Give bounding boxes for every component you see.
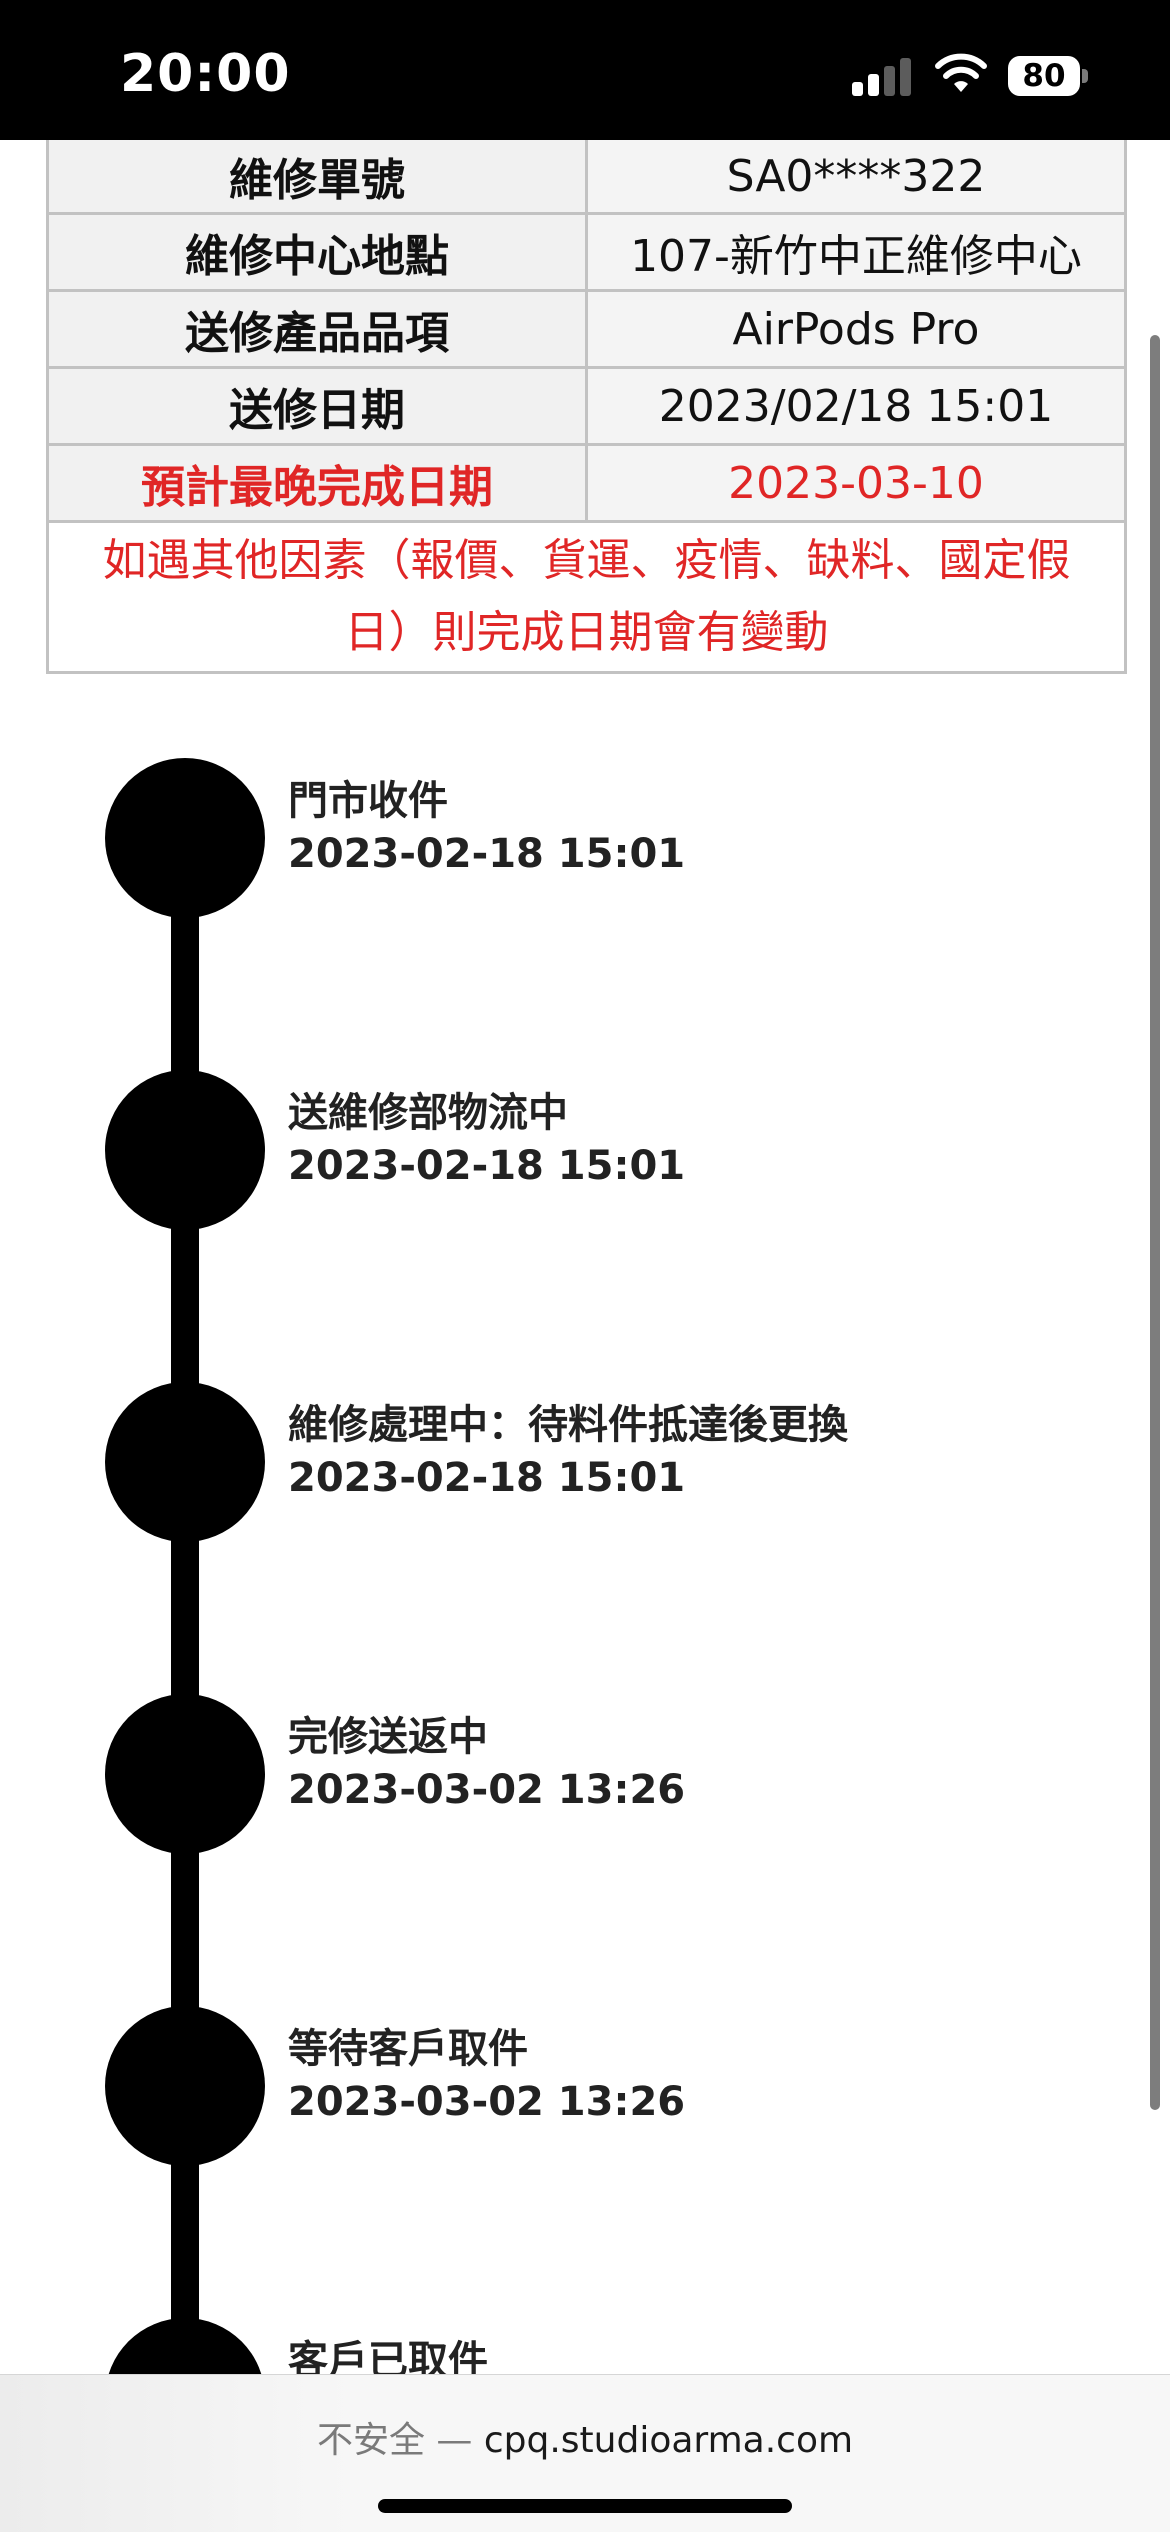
timeline-dot (105, 1382, 265, 1542)
timeline-status: 等待客戶取件 (288, 2026, 528, 2072)
timeline-item: 等待客戶取件 2023-03-02 13:26 (0, 2006, 1170, 2176)
timeline-timestamp: 2023-03-02 13:26 (288, 2079, 686, 2125)
timeline-item: 維修處理中：待料件抵達後更換 2023-02-18 15:01 (0, 1382, 1170, 1552)
row-value: SA0****322 (585, 140, 1127, 215)
timeline-status: 送維修部物流中 (288, 1090, 568, 1136)
timeline-timestamp: 2023-02-18 15:01 (288, 831, 686, 877)
timeline-item: 送維修部物流中 2023-02-18 15:01 (0, 1070, 1170, 1240)
deadline-label: 預計最晚完成日期 (46, 443, 588, 523)
timeline-item: 門市收件 2023-02-18 15:01 (0, 758, 1170, 928)
row-value: 107-新竹中正維修中心 (585, 212, 1127, 292)
timeline-dot (105, 758, 265, 918)
row-value: 2023/02/18 15:01 (585, 366, 1127, 446)
battery-level: 80 (1008, 56, 1080, 96)
browser-address-bar[interactable]: 不安全 — cpq.studioarma.com (0, 2374, 1170, 2532)
timeline-timestamp: 2023-02-18 15:01 (288, 1143, 686, 1189)
page-scrollbar[interactable] (1150, 335, 1160, 2110)
row-label: 送修日期 (46, 366, 588, 446)
table-row: 維修單號 SA0****322 (46, 140, 1127, 215)
deadline-value: 2023-03-10 (585, 443, 1127, 523)
url-domain: cpq.studioarma.com (483, 2420, 854, 2461)
completion-notice: 如遇其他因素（報價、貨運、疫情、缺料、國定假日）則完成日期會有變動 (46, 520, 1127, 674)
security-warning: 不安全 (316, 2420, 425, 2461)
table-row: 送修日期 2023/02/18 15:01 (46, 366, 1127, 446)
url-separator: — (436, 2420, 473, 2461)
row-value: AirPods Pro (585, 289, 1127, 369)
url-display[interactable]: 不安全 — cpq.studioarma.com (0, 2411, 1170, 2463)
timeline-dot (105, 2006, 265, 2166)
home-indicator[interactable] (378, 2499, 792, 2513)
signal-icon (852, 58, 914, 96)
status-bar: 20:00 80 (0, 0, 1170, 140)
timeline-timestamp: 2023-02-18 15:01 (288, 1455, 686, 1501)
row-label: 維修單號 (46, 140, 588, 215)
table-row-notice: 如遇其他因素（報價、貨運、疫情、缺料、國定假日）則完成日期會有變動 (46, 520, 1127, 674)
wifi-icon (935, 53, 987, 92)
notice-line-1: 如遇其他因素（報價、貨運、疫情、缺料、國定假 (102, 535, 1071, 586)
timeline-timestamp: 2023-03-02 13:26 (288, 1767, 686, 1813)
timeline-item: 完修送返中 2023-03-02 13:26 (0, 1694, 1170, 1864)
timeline-dot (105, 1694, 265, 1854)
timeline-dot (105, 1070, 265, 1230)
timeline-status: 維修處理中：待料件抵達後更換 (288, 1402, 848, 1448)
repair-info-table: 維修單號 SA0****322 維修中心地點 107-新竹中正維修中心 送修產品… (46, 140, 1127, 674)
row-label: 維修中心地點 (46, 212, 588, 292)
battery-icon: 80 (1008, 56, 1088, 96)
timeline-status: 完修送返中 (288, 1714, 488, 1760)
table-row-deadline: 預計最晚完成日期 2023-03-10 (46, 443, 1127, 523)
table-row: 維修中心地點 107-新竹中正維修中心 (46, 212, 1127, 292)
notice-line-2: 日）則完成日期會有變動 (344, 607, 829, 658)
table-row: 送修產品品項 AirPods Pro (46, 289, 1127, 369)
row-label: 送修產品品項 (46, 289, 588, 369)
timeline-status: 門市收件 (288, 778, 448, 824)
status-time: 20:00 (120, 44, 291, 104)
